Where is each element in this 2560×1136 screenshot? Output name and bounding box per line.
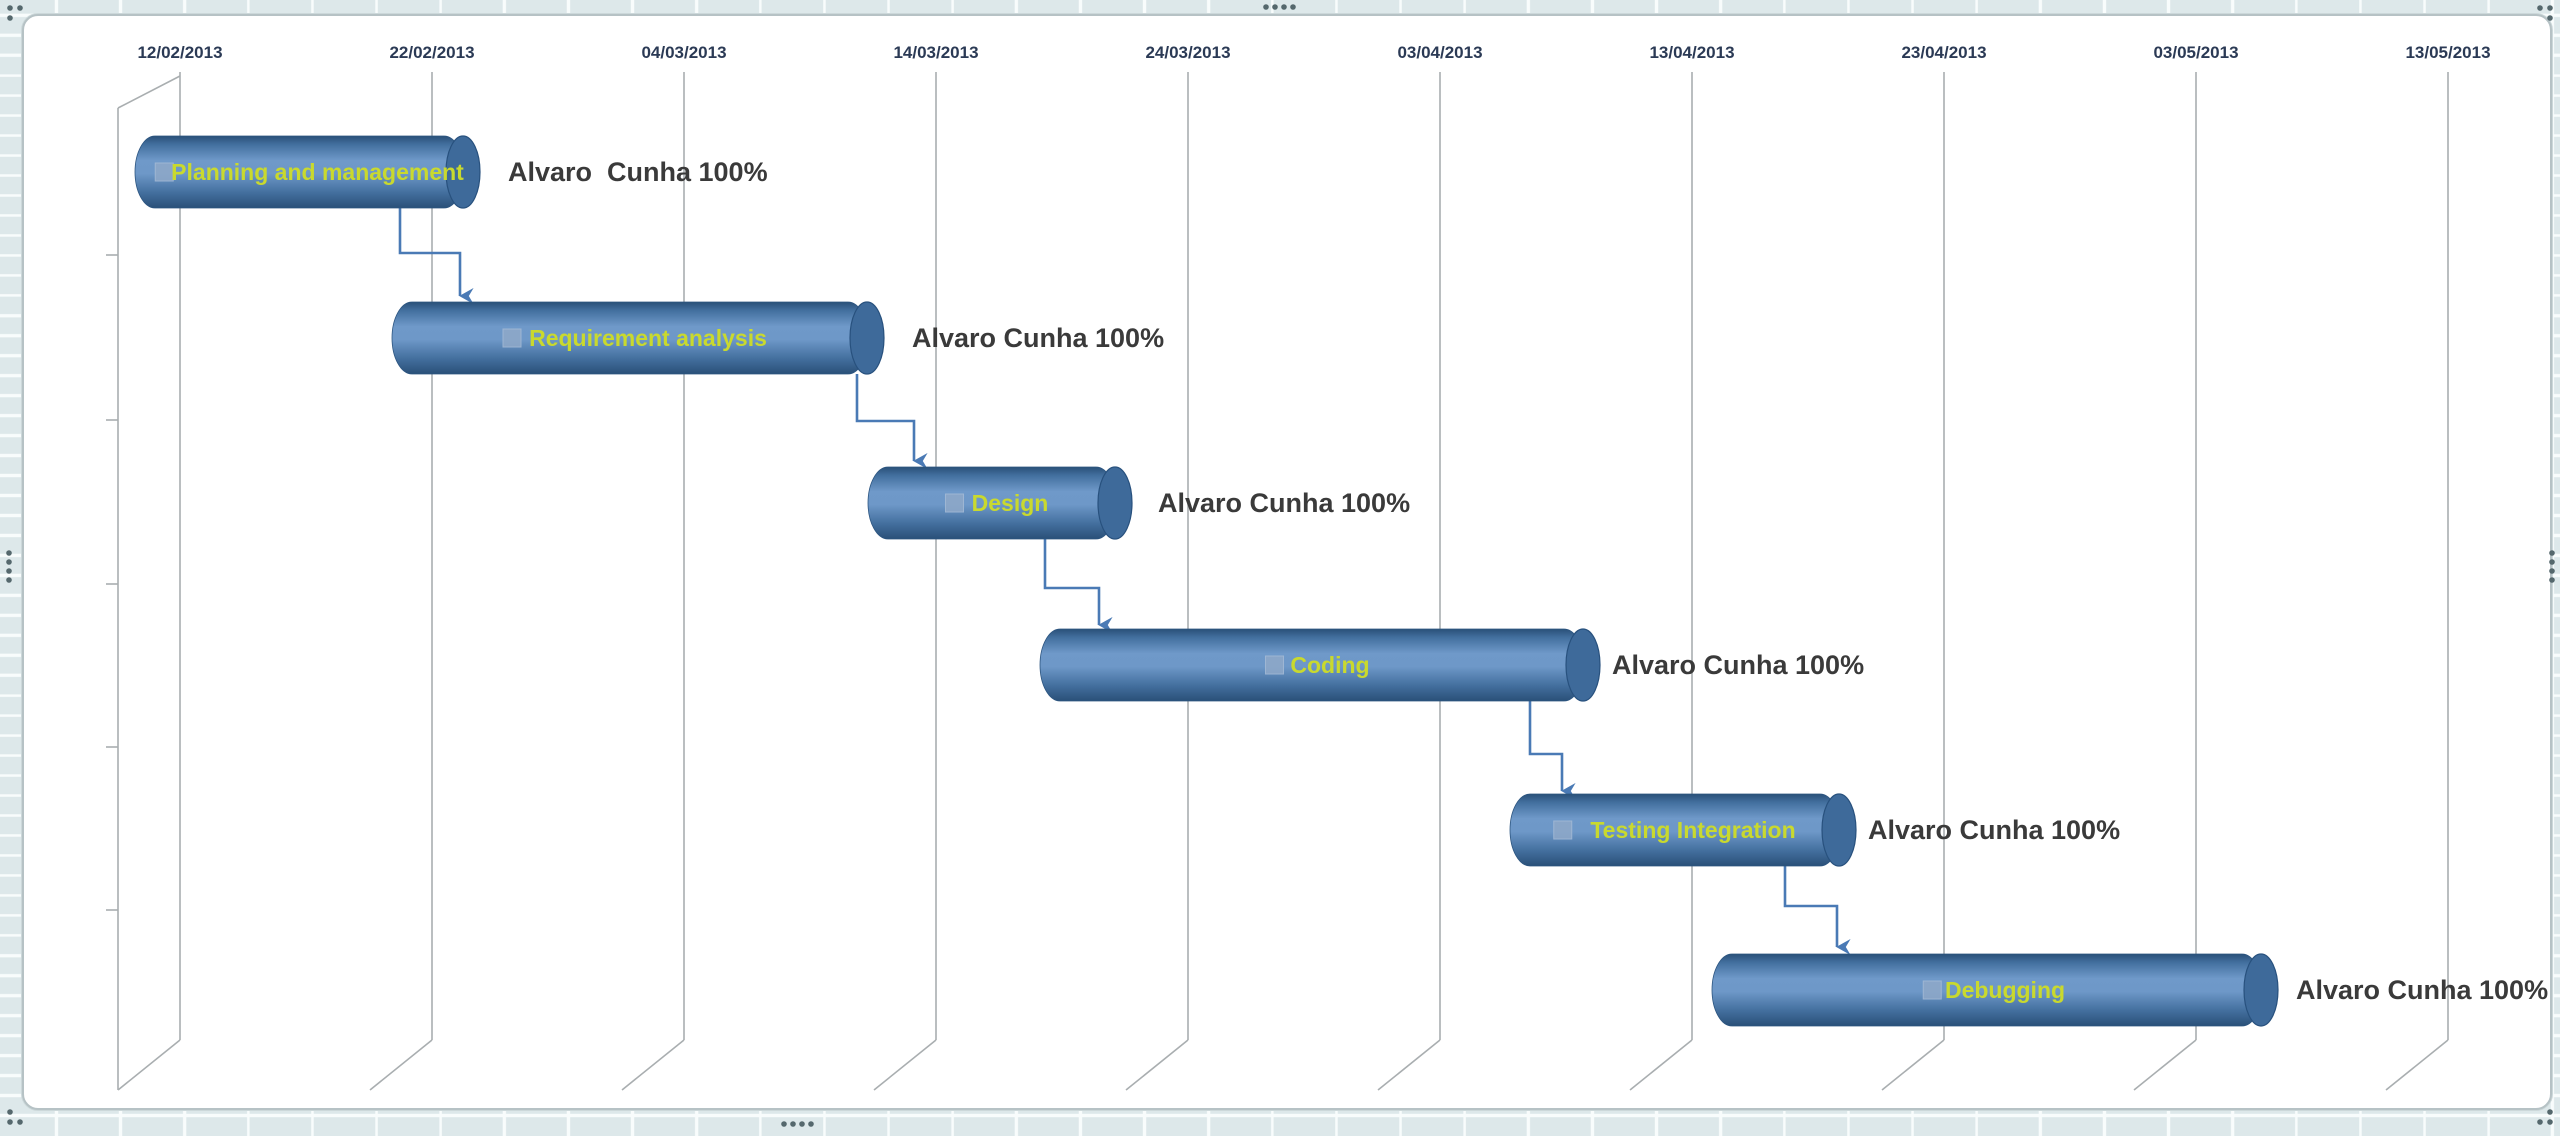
axis-tick-label[interactable]: 03/05/2013: [2153, 43, 2238, 62]
handle-dot-icon: [7, 15, 13, 21]
task-name-label[interactable]: Design: [972, 490, 1049, 516]
task-key-icon: [1265, 655, 1284, 675]
task-bar-end-cap: [2243, 953, 2279, 1027]
floor-depth-line: [369, 1039, 433, 1091]
assignee-data-label[interactable]: Alvaro Cunha 100%: [2296, 975, 2548, 1005]
handle-dot-icon: [2549, 568, 2555, 574]
handle-dot-icon: [790, 1121, 796, 1127]
task-bar-end-cap: [1565, 628, 1601, 702]
dependency-arrow[interactable]: [1783, 866, 1851, 955]
handle-dot-icon: [808, 1121, 814, 1127]
axis-tick-label[interactable]: 03/04/2013: [1397, 43, 1482, 62]
handle-dot-icon: [799, 1121, 805, 1127]
task-bar-end-cap: [849, 301, 885, 375]
axis-tick-label[interactable]: 22/02/2013: [389, 43, 474, 62]
wall-bevel-line: [117, 75, 181, 109]
task-name-label[interactable]: Testing Integration: [1590, 817, 1795, 843]
handle-dot-icon: [2547, 1109, 2553, 1115]
task-key-icon: [154, 162, 174, 182]
assignee-data-label[interactable]: Alvaro Cunha 100%: [1158, 488, 1410, 518]
task-bar[interactable]: Coding Alvaro Cunha 100%: [1039, 628, 1864, 702]
dependency-connectors: [398, 208, 1851, 955]
assignee-data-label[interactable]: Alvaro Cunha 100%: [912, 323, 1164, 353]
handle-dot-icon: [2537, 1119, 2543, 1125]
handle-dot-icon: [6, 559, 12, 565]
task-name-label[interactable]: Planning and management: [171, 159, 464, 185]
floor-depth-line: [1377, 1039, 1441, 1091]
floor-depth-line: [1881, 1039, 1945, 1091]
task-key-icon: [1553, 820, 1573, 840]
floor-depth-line: [2385, 1039, 2449, 1091]
handle-dot-icon: [781, 1121, 787, 1127]
handle-dot-icon: [2547, 15, 2553, 21]
handle-dot-icon: [6, 577, 12, 583]
task-bar[interactable]: Debugging Alvaro Cunha 100%: [1711, 953, 2548, 1027]
axis-tick-label[interactable]: 14/03/2013: [893, 43, 978, 62]
task-bar-end-cap: [1821, 793, 1857, 867]
selection-handle-top[interactable]: [1263, 4, 1296, 10]
selection-handle-right[interactable]: [2549, 550, 2555, 583]
handle-dot-icon: [7, 1109, 13, 1115]
floor-depth-line: [621, 1039, 685, 1091]
assignee-data-label[interactable]: Alvaro Cunha 100%: [1612, 650, 1864, 680]
floor-depth-line: [873, 1039, 937, 1091]
handle-dot-icon: [2549, 550, 2555, 556]
task-name-label[interactable]: Coding: [1290, 652, 1369, 678]
handle-dot-icon: [6, 568, 12, 574]
task-bar[interactable]: Requirement analysis Alvaro Cunha 100%: [391, 301, 1164, 375]
axis-tick-label[interactable]: 04/03/2013: [641, 43, 726, 62]
handle-dot-icon: [2549, 577, 2555, 583]
handle-dot-icon: [1263, 4, 1269, 10]
dependency-arrow[interactable]: [398, 208, 474, 304]
handle-dot-icon: [7, 5, 13, 11]
floor-depth-line: [2133, 1039, 2197, 1091]
floor-depth-line: [1629, 1039, 1693, 1091]
selection-handle-bottom-right[interactable]: [2537, 1109, 2553, 1125]
selection-handle-top-right[interactable]: [2537, 5, 2553, 21]
floor-depth-line: [1125, 1039, 1189, 1091]
handle-dot-icon: [7, 1119, 13, 1125]
task-bar-end-cap: [1097, 466, 1133, 540]
task-key-icon: [945, 493, 964, 513]
assignee-data-label[interactable]: Alvaro Cunha 100%: [1868, 815, 2120, 845]
handle-dot-icon: [1290, 4, 1296, 10]
task-name-label[interactable]: Requirement analysis: [529, 325, 767, 351]
axis-tick-label[interactable]: 24/03/2013: [1145, 43, 1230, 62]
task-bar[interactable]: Design Alvaro Cunha 100%: [867, 466, 1410, 540]
task-key-icon: [502, 328, 522, 348]
axis-tick-label[interactable]: 23/04/2013: [1901, 43, 1986, 62]
task-bar[interactable]: Testing Integration Alvaro Cunha 100%: [1509, 793, 2120, 867]
handle-dot-icon: [2549, 559, 2555, 565]
dependency-arrow[interactable]: [855, 374, 928, 469]
assignee-data-label[interactable]: Alvaro Cunha 100%: [508, 157, 768, 187]
axis-tick-label[interactable]: 13/04/2013: [1649, 43, 1734, 62]
handle-dot-icon: [17, 5, 23, 11]
task-name-label[interactable]: Debugging: [1945, 977, 2065, 1003]
axis-tick-label[interactable]: 12/02/2013: [137, 43, 222, 62]
selection-handle-bottom[interactable]: [781, 1121, 814, 1127]
task-bar[interactable]: Planning and management Alvaro Cunha 100%: [134, 135, 768, 209]
axis-tick-label[interactable]: 13/05/2013: [2405, 43, 2490, 62]
selection-handle-top-left[interactable]: [7, 5, 23, 21]
dependency-arrow[interactable]: [1528, 701, 1576, 799]
handle-dot-icon: [2547, 1119, 2553, 1125]
handle-dot-icon: [6, 550, 12, 556]
task-bar-end-cap: [445, 135, 481, 209]
handle-dot-icon: [17, 1119, 23, 1125]
floor-depth-line: [117, 1039, 181, 1091]
dependency-arrow[interactable]: [1043, 539, 1113, 633]
selection-handles: [6, 4, 2555, 1127]
selection-handle-left[interactable]: [6, 550, 12, 583]
task-key-icon: [1922, 980, 1942, 1000]
handle-dot-icon: [2547, 5, 2553, 11]
handle-dot-icon: [1281, 4, 1287, 10]
handle-dot-icon: [2537, 5, 2543, 11]
handle-dot-icon: [1272, 4, 1278, 10]
selection-handle-bottom-left[interactable]: [7, 1109, 23, 1125]
plot-grid: 12/02/2013 22/02/2013 04/03/2013 14/03/2013…: [106, 43, 2491, 1091]
